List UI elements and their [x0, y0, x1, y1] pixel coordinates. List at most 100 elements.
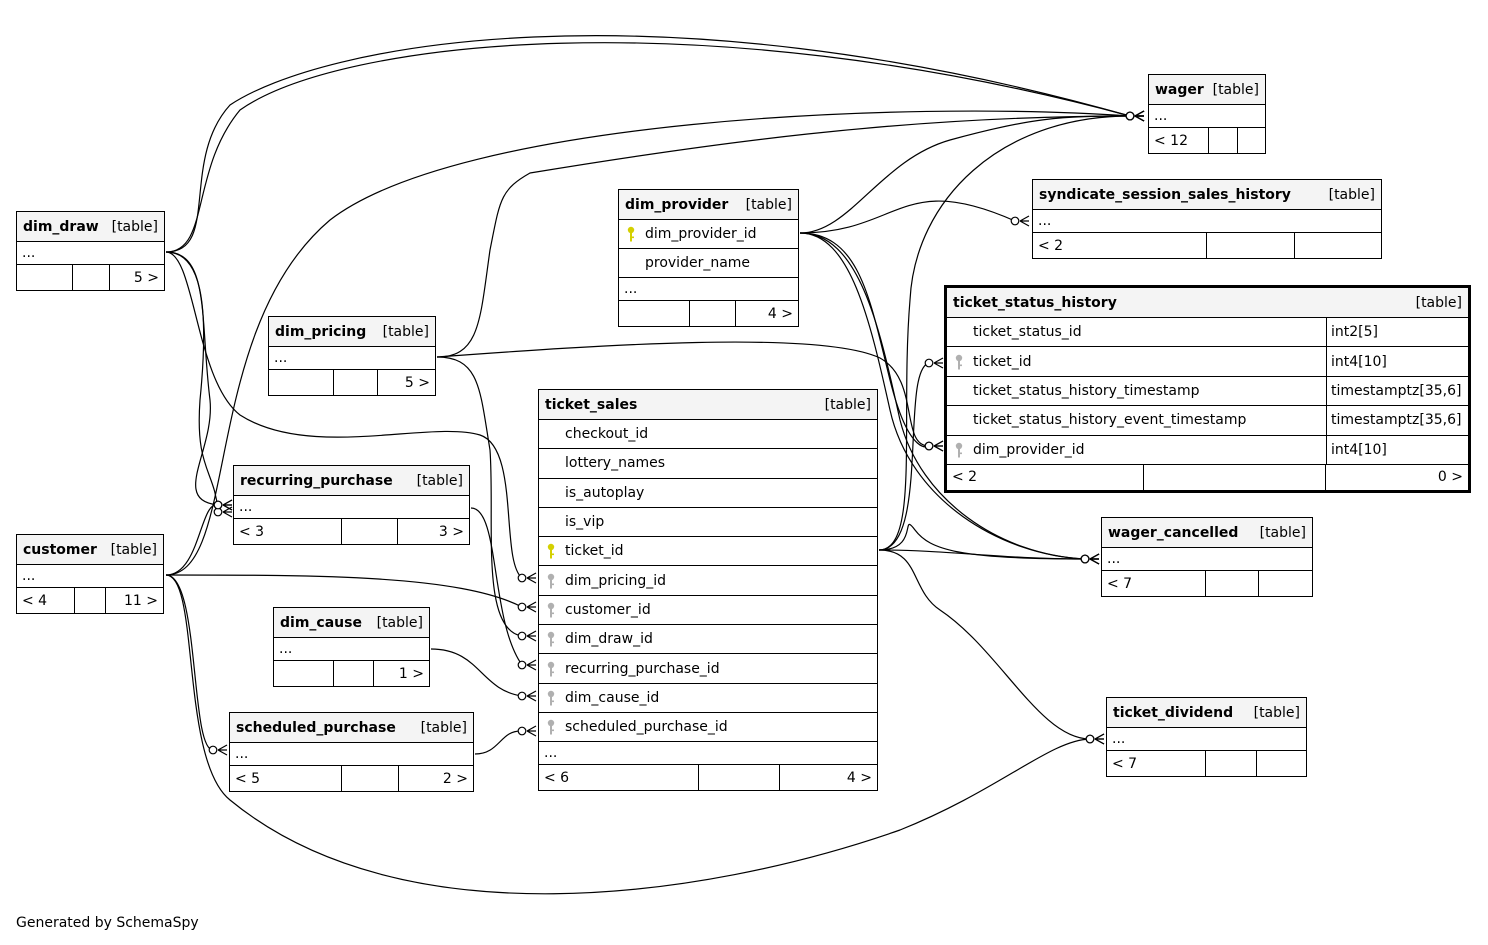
foreign-key-icon — [547, 632, 555, 647]
children-count[interactable]: 4 > — [767, 305, 793, 322]
column-type: timestamptz[35,6] — [1326, 376, 1461, 406]
table-dim-pricing[interactable]: dim_pricing [table] ... 5 > — [268, 316, 436, 396]
parents-count[interactable] — [269, 370, 334, 395]
column-row[interactable]: ticket_id — [539, 537, 877, 567]
parents-count[interactable]: < 2 — [1033, 233, 1207, 258]
children-count[interactable]: 5 > — [404, 374, 430, 391]
children-count[interactable]: 3 > — [438, 523, 464, 540]
parents-count[interactable]: < 7 — [1102, 571, 1206, 596]
column-name: checkout_id — [565, 426, 649, 443]
parents-count[interactable] — [619, 301, 690, 326]
parents-count[interactable]: < 3 — [234, 519, 342, 544]
table-customer[interactable]: customer [table] ... < 4 11 > — [16, 534, 164, 614]
column-row[interactable]: dim_pricing_id — [539, 566, 877, 596]
table-type-tag: [table] — [1415, 294, 1462, 311]
children-count[interactable] — [1295, 233, 1381, 258]
children-count[interactable] — [1257, 751, 1306, 776]
parents-count[interactable]: < 4 — [17, 588, 75, 613]
column-name: ticket_status_history_timestamp — [973, 382, 1200, 399]
children-count[interactable] — [1259, 571, 1312, 596]
column-row[interactable]: dim_provider_id int4[10] — [947, 435, 1468, 465]
column-row[interactable]: lottery_names — [539, 449, 877, 479]
column-row[interactable]: is_autoplay — [539, 479, 877, 508]
table-type-tag: [table] — [416, 472, 463, 489]
zero-or-many-marker — [517, 572, 537, 584]
zero-or-many-marker — [208, 744, 228, 756]
column-row[interactable]: dim_provider_id — [619, 220, 798, 249]
table-scheduled-purchase[interactable]: scheduled_purchase [table] ... < 5 2 > — [229, 712, 474, 792]
column-row[interactable]: ticket_status_id int2[5] — [947, 318, 1468, 348]
table-recurring-purchase[interactable]: recurring_purchase [table] ... < 3 3 > — [233, 465, 470, 545]
parents-count[interactable]: < 12 — [1149, 128, 1209, 153]
parents-count[interactable]: < 6 — [539, 765, 699, 791]
collapsed-columns: ... — [1107, 728, 1306, 751]
column-count — [1206, 571, 1259, 596]
table-footer: 5 > — [269, 370, 435, 395]
relationship-line — [878, 549, 1086, 560]
parents-count[interactable]: < 7 — [1107, 751, 1206, 776]
column-row[interactable]: ticket_status_history_timestamp timestam… — [947, 376, 1468, 407]
table-syndicate-session-sales-history[interactable]: syndicate_session_sales_history [table] … — [1032, 179, 1382, 259]
column-row[interactable]: dim_draw_id — [539, 625, 877, 655]
table-name: scheduled_purchase — [236, 719, 396, 736]
table-dim-provider[interactable]: dim_provider [table] dim_provider_id pro… — [618, 189, 799, 327]
relationship-line — [878, 549, 1091, 740]
table-ticket-dividend[interactable]: ticket_dividend [table] ... < 7 — [1106, 697, 1307, 777]
parents-count[interactable]: < 5 — [230, 766, 342, 791]
column-count — [1209, 128, 1238, 153]
relationship-line — [878, 523, 1086, 560]
collapsed-columns: ... — [619, 278, 798, 301]
column-count — [334, 370, 378, 395]
children-count[interactable]: 4 > — [846, 769, 872, 786]
foreign-key-icon — [547, 602, 555, 618]
table-wager-cancelled[interactable]: wager_cancelled [table] ... < 7 — [1101, 517, 1313, 597]
table-dim-draw[interactable]: dim_draw [table] ... 5 > — [16, 211, 165, 291]
table-ticket-sales[interactable]: ticket_sales [table] checkout_id lottery… — [538, 389, 878, 792]
column-row[interactable]: dim_cause_id — [539, 684, 877, 713]
column-row[interactable]: scheduled_purchase_id — [539, 713, 877, 743]
collapsed-columns: ... — [230, 743, 473, 766]
table-header: recurring_purchase [table] — [234, 466, 469, 496]
relationship-line — [474, 730, 523, 755]
table-wager[interactable]: wager [table] ... < 12 — [1148, 74, 1266, 154]
table-name: ticket_sales — [545, 396, 638, 413]
column-name: dim_cause_id — [565, 689, 660, 706]
column-row[interactable]: provider_name — [619, 249, 798, 278]
children-count[interactable]: 1 > — [398, 665, 424, 682]
column-name: dim_provider_id — [645, 226, 757, 242]
table-dim-cause[interactable]: dim_cause [table] ... 1 > — [273, 607, 430, 687]
children-count[interactable]: 0 > — [1437, 469, 1463, 486]
parents-count[interactable] — [17, 265, 73, 290]
relationship-line — [165, 251, 523, 579]
table-name: wager — [1155, 81, 1204, 98]
table-name: dim_provider — [625, 196, 729, 213]
table-ticket-status-history[interactable]: ticket_status_history [table] ticket_sta… — [944, 285, 1471, 493]
column-row[interactable]: recurring_purchase_id — [539, 654, 877, 684]
column-row[interactable]: ticket_status_history_event_timestamp ti… — [947, 406, 1468, 436]
zero-or-many-marker — [213, 499, 233, 511]
relationship-line — [799, 232, 930, 448]
children-count[interactable] — [1238, 128, 1265, 153]
table-footer: 5 > — [17, 265, 164, 290]
zero-or-many-marker — [517, 725, 537, 737]
column-row[interactable]: ticket_id int4[10] — [947, 347, 1468, 377]
parents-count[interactable]: < 2 — [947, 464, 1144, 490]
collapsed-columns: ... — [1102, 548, 1312, 571]
column-name: provider_name — [645, 255, 751, 271]
relationship-line — [799, 232, 1086, 560]
children-count[interactable]: 5 > — [133, 269, 159, 286]
parents-count[interactable] — [274, 661, 334, 686]
column-row[interactable]: checkout_id — [539, 420, 877, 450]
zero-or-many-marker — [1085, 733, 1105, 745]
table-name: dim_cause — [280, 614, 362, 631]
column-name: dim_draw_id — [565, 631, 653, 648]
collapsed-columns: ... — [269, 347, 435, 370]
column-count — [699, 765, 780, 791]
column-row[interactable]: customer_id — [539, 596, 877, 626]
table-name: ticket_dividend — [1113, 704, 1234, 721]
column-row[interactable]: is_vip — [539, 508, 877, 538]
children-count[interactable]: 11 > — [124, 592, 158, 609]
foreign-key-icon — [955, 442, 963, 458]
children-count[interactable]: 2 > — [442, 770, 468, 787]
relationship-line — [165, 42, 1131, 253]
